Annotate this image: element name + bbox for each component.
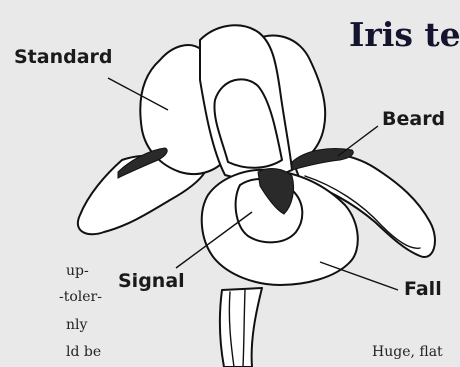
body-text-fragment: up-	[66, 264, 89, 278]
body-text-fragment: nly	[66, 318, 87, 332]
beard-leader-line	[338, 126, 378, 156]
iris-stem	[220, 288, 262, 367]
beard-label: Beard	[382, 110, 445, 129]
body-text-fragment: -toler-	[59, 290, 102, 304]
standard-label: Standard	[14, 48, 113, 67]
signal-label: Signal	[118, 272, 185, 291]
fall-label: Fall	[404, 280, 442, 299]
body-text-fragment: ld be	[66, 345, 101, 359]
body-text-fragment: Huge, flat	[372, 345, 443, 359]
fall-leader-line	[320, 262, 398, 290]
article-title: Iris te	[349, 18, 460, 51]
